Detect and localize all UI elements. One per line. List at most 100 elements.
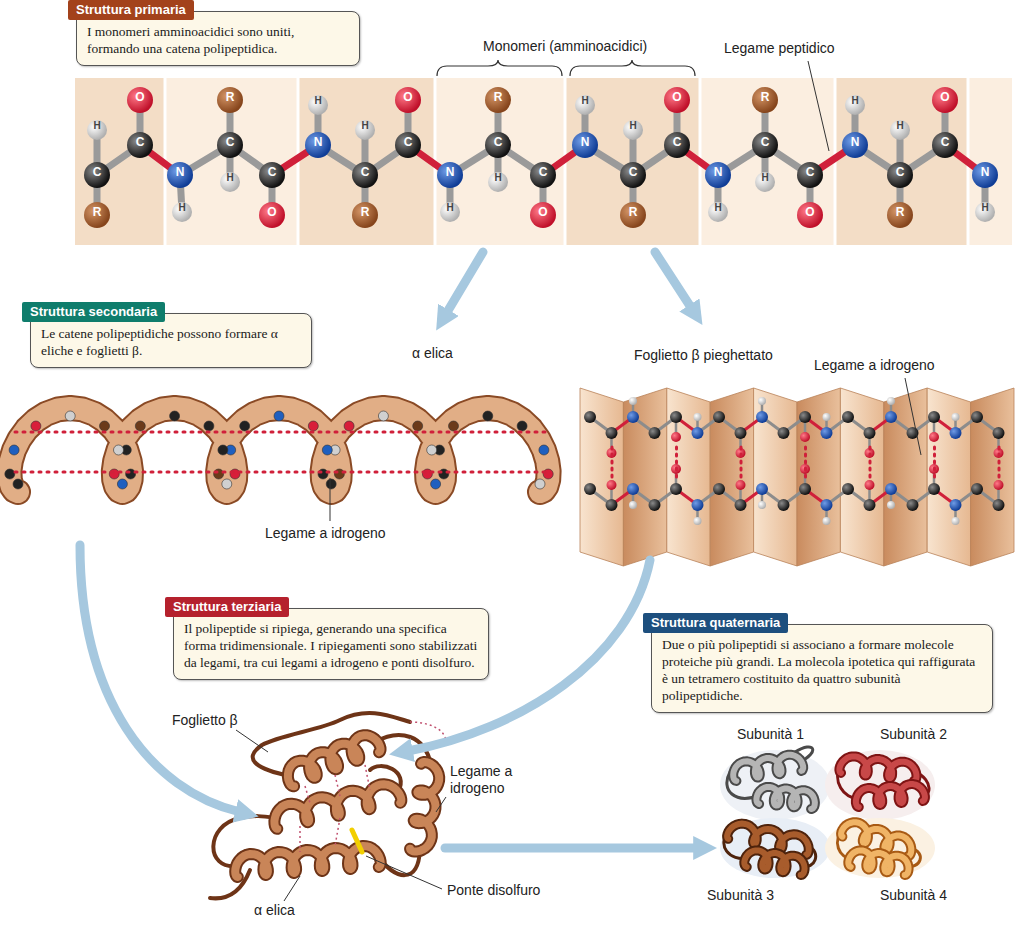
helix-outline [410,762,439,852]
atom-ball [708,202,728,222]
leader-line [330,478,331,521]
pleat [754,388,797,566]
pleat [884,388,927,566]
box-text: Il polipeptide si ripiega, generando una… [173,608,489,680]
helix-ribbon [839,756,916,781]
atom-ball [584,411,596,423]
atom-ball [664,132,690,158]
brackets [437,60,695,76]
atom-ball [975,202,995,222]
atom-ball [890,120,910,140]
monomer-panel [835,78,968,245]
atom-ball [259,162,285,188]
hydrogen-bond [335,818,340,846]
hydrogen-bond [804,447,807,477]
atom-symbol: O [262,205,282,225]
helix-ribbon [9,408,548,492]
pleat [580,388,623,566]
atom-ball [797,202,823,228]
atom-symbol: H [890,120,910,140]
atom-symbol: C [355,165,375,185]
pleat [797,388,840,566]
atom-symbol: C [800,165,820,185]
atom-ball [971,411,983,423]
atom-ball [694,413,702,421]
figure-label: Ponte disolfuro [445,882,542,899]
atom-ball [865,480,875,490]
figure-label: Subunità 2 [878,726,949,743]
figure-label: Subunità 1 [735,726,806,743]
figure-label: Legame a idrogeno [263,525,388,542]
leader-line [236,730,268,752]
helix-atom [100,421,110,431]
atom-ball [620,162,646,188]
pleat [971,388,1014,566]
tertiary-fold [210,713,446,898]
atom-symbol: C [398,135,418,155]
hydrogen-bond [305,786,310,803]
helix-outline [9,408,548,492]
atom-ball [127,132,153,158]
atom-ball [823,517,831,525]
monomer-panel [75,78,165,245]
helix-atom [5,469,15,479]
atom-ball [620,202,646,228]
atom-symbol: R [355,205,375,225]
figure-label: α elica [410,345,455,362]
atom-ball [259,202,285,228]
atom-ball [994,480,1004,490]
hydrogen-bond [740,447,743,477]
atom-symbol: H [220,172,240,192]
hydrogen-bond [299,826,301,852]
atom-ball [572,132,598,158]
atom-ball [845,95,865,115]
atom-ball [308,95,328,115]
atom-symbol: C [130,135,150,155]
atom-ball [799,411,811,423]
atom-symbol: H [623,120,643,140]
atom-symbol: H [87,120,107,140]
atom-ball [821,427,833,439]
atom-symbol: H [708,202,728,222]
atom-ball [485,87,511,113]
atom-ball [823,413,831,421]
helix-atom [13,479,23,489]
flow-arrow [445,844,698,853]
atom-symbol: N [440,165,460,185]
atom-ball [736,480,746,490]
atom-ball [352,202,378,228]
flow-arrow [446,252,483,314]
atom-ball [488,172,508,192]
hydrogen-bond [933,447,936,477]
helix-ribbon [756,787,815,809]
atom-symbol: H [845,95,865,115]
helix-atom [483,411,493,421]
text-box: Struttura quaternariaDue o più polipepti… [643,613,993,713]
helix-atom [65,411,75,421]
atom-symbol: C [667,135,687,155]
atom-symbol: C [623,165,643,185]
helix-atom [308,421,318,431]
atom-symbol: O [667,90,687,110]
atom-ball [395,87,421,113]
atom-ball [670,411,682,423]
subunit-ground [720,750,830,820]
helix-atom [539,445,549,455]
helix-outline [848,850,908,875]
atom-symbol: C [533,165,553,185]
monomer-panel [565,78,700,245]
atom-ball [993,427,1005,439]
figure-label: Legame a idrogeno [812,357,937,374]
atom-ball [530,162,556,188]
atom-ball [584,483,596,495]
atom-ball [606,427,618,439]
atom-symbol: C [935,135,955,155]
atom-ball [887,501,895,509]
atom-symbol: N [575,135,595,155]
bracket [570,60,695,76]
helix-ribbon [856,784,925,807]
monomer-panel [435,78,565,245]
atom-symbol: O [533,205,553,225]
atom-symbol: C [755,135,775,155]
hydrogen-bond [15,471,545,474]
